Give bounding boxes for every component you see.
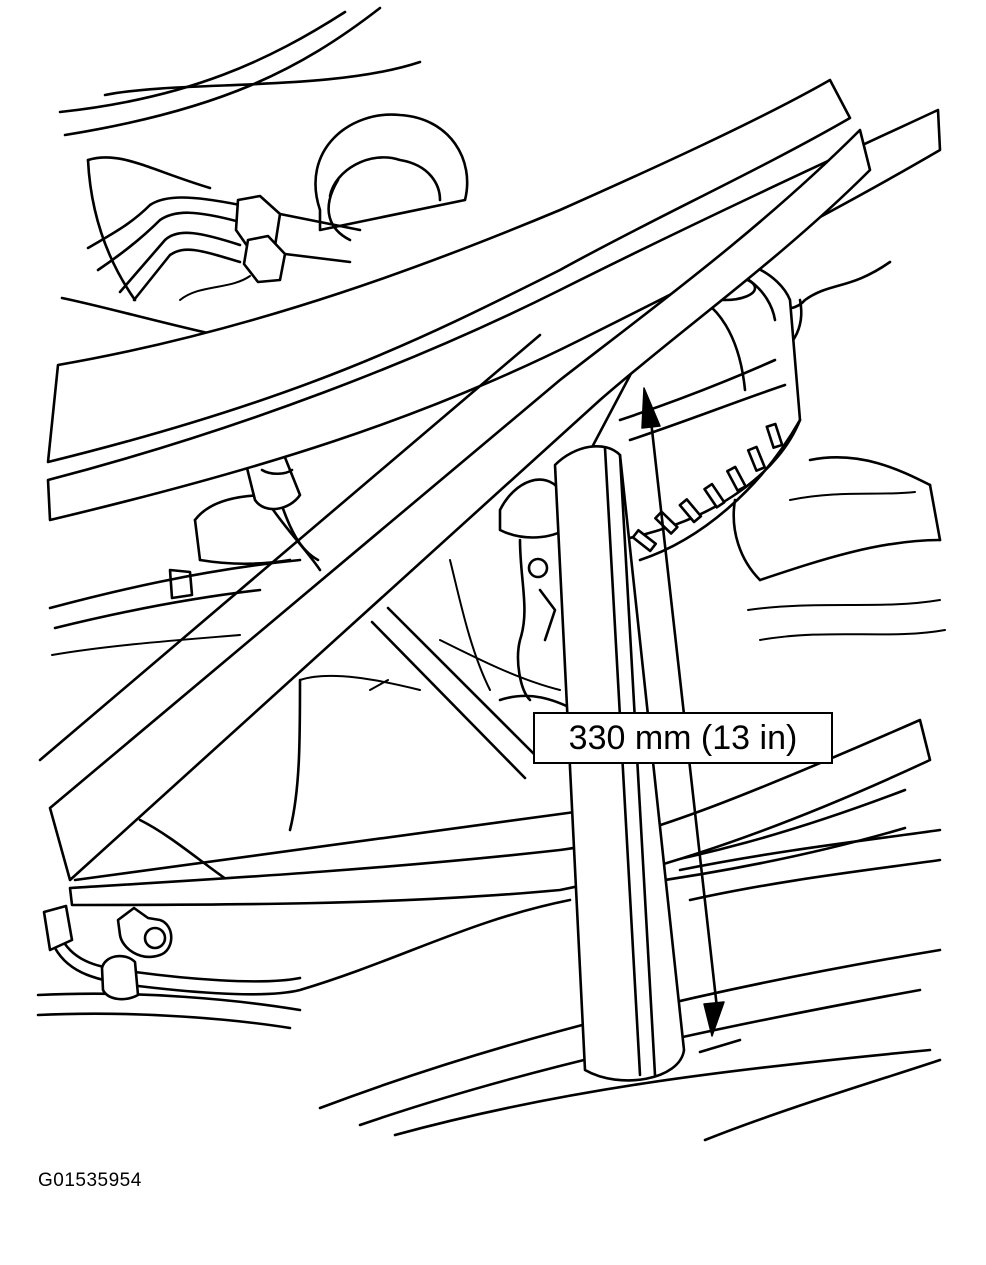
abs-tone-ring [631,418,802,562]
brake-line-fittings [86,194,362,302]
measurement-label: 330 mm (13 in) [568,718,798,757]
measurement-callout: 330 mm (13 in) [533,712,833,764]
dome-cap [314,113,469,242]
lower-crossmember [68,718,932,907]
figure-id: G01535954 [38,1170,142,1191]
frame-rails [38,78,942,882]
brake-hose-clip [42,898,572,1001]
axle-housing [578,257,802,542]
dimension-arrow [641,387,742,1054]
